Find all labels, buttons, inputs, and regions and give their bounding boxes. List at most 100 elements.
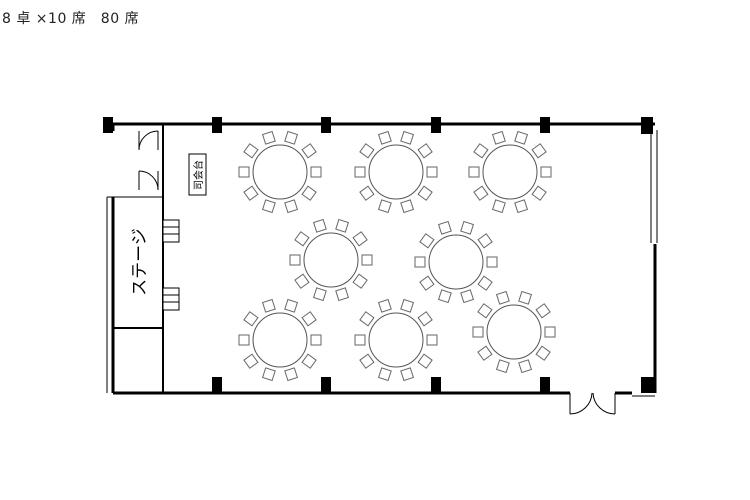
chair [261,367,276,382]
round-table-3 [468,130,552,214]
chair [352,273,368,289]
chair [417,185,433,201]
chair [437,220,452,235]
chair [460,289,475,304]
chair [400,367,415,382]
chair [486,256,498,268]
chair [261,199,276,214]
chair [243,185,259,201]
chair [243,143,259,159]
table-top [252,144,308,200]
chair [417,143,433,159]
chair [243,353,259,369]
chair [477,303,493,319]
chair [284,298,299,313]
table-top [368,144,424,200]
doors [138,130,616,415]
table-top [252,312,308,368]
chair [261,298,276,313]
chair [400,298,415,313]
table-top [303,232,359,288]
chair [540,166,552,178]
chair [301,185,317,201]
chair [359,143,375,159]
chair [354,166,366,178]
chair [518,359,533,374]
stage-steps [162,219,180,311]
table-top [428,234,484,290]
chair [301,353,317,369]
chair [419,233,435,249]
chair [294,273,310,289]
chair [359,185,375,201]
table-top [486,304,542,360]
chair [361,254,373,266]
chair [419,275,435,291]
chair [531,143,547,159]
chair [531,185,547,201]
chair [238,166,250,178]
chair [400,199,415,214]
chair [477,345,493,361]
chair [514,199,529,214]
chair [472,326,484,338]
stage-area: ステージ [113,124,164,393]
round-table-4 [289,218,373,302]
chair [535,345,551,361]
chair [414,256,426,268]
table-top [368,312,424,368]
chair [294,231,310,247]
chair [238,334,250,346]
round-table-7 [354,298,438,382]
chair [417,353,433,369]
chair [518,290,533,305]
chair [310,334,322,346]
round-tables [238,130,556,382]
chair [495,359,510,374]
walls [107,122,657,395]
page-title: 8 卓 ×10 席 80 席 [2,11,140,27]
round-table-6 [238,298,322,382]
chair [426,166,438,178]
chair [310,166,322,178]
round-table-1 [238,130,322,214]
chair [335,218,350,233]
chair [354,334,366,346]
chair [335,287,350,302]
chair [312,287,327,302]
chair [417,311,433,327]
chair [544,326,556,338]
chair [514,130,529,145]
table-top [482,144,538,200]
round-table-8 [472,290,556,374]
chair [377,199,392,214]
chair [301,143,317,159]
chair [491,199,506,214]
pillars [103,117,655,393]
chair [377,367,392,382]
chair [243,311,259,327]
chair [426,334,438,346]
chair [473,143,489,159]
chair [477,233,493,249]
mc-podium-label: 司会台 [192,160,205,190]
thin-walls [106,130,658,397]
chair [437,289,452,304]
round-table-2 [354,130,438,214]
chair [301,311,317,327]
stage-label: ステージ [130,228,150,296]
chair [477,275,493,291]
chair [261,130,276,145]
chair [359,311,375,327]
chair [460,220,475,235]
chair [352,231,368,247]
chair [284,199,299,214]
chair [491,130,506,145]
door-bottom [569,392,616,415]
chair [359,353,375,369]
mc-podium: 司会台 [188,153,207,196]
chair [377,130,392,145]
chair [473,185,489,201]
chair [284,367,299,382]
